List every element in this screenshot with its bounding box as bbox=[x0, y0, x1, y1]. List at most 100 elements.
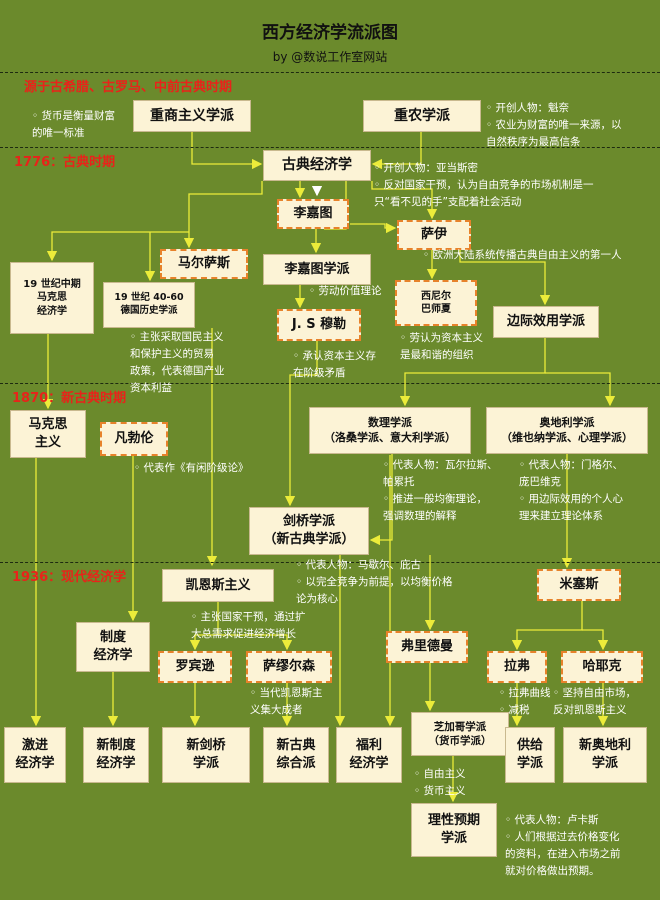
box-mid19-marx: 19 世纪中期 马克思 经济学 bbox=[10, 262, 94, 334]
era-ancient: 源于古希腊、古罗马、中前古典时期 bbox=[24, 80, 233, 95]
era-neoclassical: 1870：新古典时期 bbox=[12, 391, 127, 406]
note-line: 在阶级矛盾 bbox=[293, 367, 346, 379]
note-line: ◦ 欧洲大陆系统传播古典自由主义的第一人 bbox=[423, 249, 622, 261]
note-line: ◦ 主张采取国民主义 bbox=[130, 331, 224, 343]
note-js-mill: ◦ 承认资本主义存在阶级矛盾 bbox=[293, 348, 376, 382]
box-js-mill: J. S 穆勒 bbox=[277, 309, 361, 341]
note-keynesianism: ◦ 主张国家干预，通过扩大总需求促进经济增长 bbox=[191, 609, 306, 643]
box-friedman: 弗里德曼 bbox=[386, 631, 468, 663]
box-neoclassical-synthesis: 新古典 综合派 bbox=[263, 727, 329, 783]
note-line: ◦ 开创人物：魁奈 bbox=[486, 102, 570, 114]
note-line: ◦ 减税 bbox=[499, 704, 530, 716]
note-chicago-school: ◦ 自由主义◦ 货币主义 bbox=[414, 766, 466, 800]
note-rational-expectations: ◦ 代表人物：卢卡斯◦ 人们根据过去价格变化的资料，在进入市场之前就对价格做出预… bbox=[505, 812, 621, 880]
box-new-institutional: 新制度 经济学 bbox=[83, 727, 149, 783]
page-subtitle: by @数说工作室网站 bbox=[272, 50, 388, 64]
note-line: ◦ 推进一般均衡理论， bbox=[383, 493, 488, 505]
box-institutional-economics: 制度 经济学 bbox=[76, 622, 150, 672]
box-rational-expectations: 理性预期 学派 bbox=[411, 803, 497, 857]
era-classical: 1776：古典时期 bbox=[14, 155, 116, 170]
page-title: 西方经济学流派图 bbox=[262, 23, 398, 43]
connector-arrow bbox=[284, 341, 318, 507]
connector-arrow bbox=[582, 629, 609, 651]
connector-arrow bbox=[350, 222, 397, 234]
box-malthus: 马尔萨斯 bbox=[160, 249, 248, 279]
note-ricardian: ◦ 劳动价值理论 bbox=[309, 283, 382, 300]
box-senior-bastiat: 西尼尔 巴师夏 bbox=[395, 280, 477, 326]
note-line: 论为核心 bbox=[296, 593, 338, 605]
connector-arrow bbox=[189, 602, 219, 651]
box-hayek: 哈耶克 bbox=[561, 651, 643, 683]
note-veblen: ◦ 代表作《有闲阶级论》 bbox=[134, 460, 249, 477]
box-mercantilism: 重商主义学派 bbox=[133, 100, 251, 132]
box-mises: 米塞斯 bbox=[537, 569, 621, 601]
box-mathematical-school: 数理学派 （洛桑学派、意大利学派） bbox=[309, 407, 471, 454]
box-german-historical: 19 世纪 40-60 德国历史学派 bbox=[103, 282, 195, 328]
note-physiocrats: ◦ 开创人物：魁奈 ◦ 农业为财富的唯一来源，以自然秩序为最高信条 bbox=[486, 100, 622, 151]
note-line: 资本利益 bbox=[130, 382, 172, 394]
box-new-cambridge: 新剑桥 学派 bbox=[162, 727, 250, 783]
connector-arrow bbox=[459, 250, 551, 306]
note-line: 是最和谐的组织 bbox=[400, 349, 474, 361]
connector-arrow bbox=[371, 132, 422, 170]
note-line: 的资料，在进入市场之前 bbox=[505, 848, 621, 860]
box-marginal-utility: 边际效用学派 bbox=[493, 306, 599, 338]
connector-arrow bbox=[399, 338, 546, 407]
note-line: 政策，代表德国产业 bbox=[130, 365, 225, 377]
note-line: 理来建立理论体系 bbox=[519, 510, 603, 522]
box-new-austrian: 新奥地利 学派 bbox=[563, 727, 647, 783]
note-line: ◦ 代表人物：卢卡斯 bbox=[505, 814, 599, 826]
note-line: 自然秩序为最高信条 bbox=[486, 136, 581, 148]
box-radical-economics: 激进 经济学 bbox=[4, 727, 66, 783]
connector-arrow bbox=[191, 132, 263, 170]
box-veblen: 凡勃伦 bbox=[100, 422, 168, 456]
box-robinson: 罗宾逊 bbox=[158, 651, 232, 683]
box-chicago-school: 芝加哥学派 （货币学派） bbox=[411, 712, 509, 756]
note-senior-bastiat: ◦ 劳认为资本主义是最和谐的组织 bbox=[400, 330, 483, 364]
note-hayek: ◦ 坚持自由市场， 反对凯恩斯主义 bbox=[553, 685, 636, 719]
connector-arrow bbox=[324, 170, 352, 230]
box-marxism: 马克思 主义 bbox=[10, 410, 86, 458]
note-line: ◦ 承认资本主义存 bbox=[293, 350, 377, 362]
note-line: ◦ 农业为财富的唯一来源，以 bbox=[486, 119, 622, 131]
note-laffer: ◦ 拉弗曲线 ◦ 减税 bbox=[499, 685, 551, 719]
divider bbox=[0, 72, 660, 73]
note-say: ◦ 欧洲大陆系统传播古典自由主义的第一人 bbox=[423, 247, 622, 264]
note-line: ◦ 主张国家干预，通过扩 bbox=[191, 611, 306, 623]
connector-arrow bbox=[545, 372, 616, 407]
box-classical-economics: 古典经济学 bbox=[263, 150, 371, 181]
note-line: ◦ 以完全竞争为前提，以均衡价格 bbox=[296, 576, 453, 588]
note-line: ◦ 坚持自由市场， bbox=[553, 687, 637, 699]
note-mathematical-school: ◦ 代表人物：瓦尔拉斯、帕累托◦ 推进一般均衡理论，强调数理的解释 bbox=[383, 457, 498, 525]
note-line: ◦ 当代凯恩斯主 bbox=[250, 687, 323, 699]
connector-arrow bbox=[218, 634, 293, 651]
note-line: 义集大成者 bbox=[250, 704, 303, 716]
box-supply-side: 供给 学派 bbox=[505, 727, 555, 783]
connector-arrow bbox=[511, 601, 583, 651]
note-line: ◦ 代表人物：瓦尔拉斯、 bbox=[383, 459, 498, 471]
note-line: ◦ 反对国家干预，认为自由竞争的市场机制是一 bbox=[374, 179, 594, 191]
note-line: ◦ 劳动价值理论 bbox=[309, 285, 382, 297]
note-line: ◦ 代表作《有闲阶级论》 bbox=[134, 462, 249, 474]
divider bbox=[0, 147, 660, 148]
divider bbox=[0, 383, 660, 384]
box-ricardo: 李嘉图 bbox=[277, 199, 349, 229]
note-line: 大总需求促进经济增长 bbox=[191, 628, 296, 640]
note-austrian-school: ◦ 代表人物：门格尔、庞巴维克◦ 用边际效用的个人心理来建立理论体系 bbox=[519, 457, 623, 525]
box-austrian-school: 奥地利学派 （维也纳学派、心理学派） bbox=[486, 407, 648, 454]
box-keynesianism: 凯恩斯主义 bbox=[162, 569, 274, 602]
note-classical: ◦ 开创人物：亚当斯密◦ 反对国家干预，认为自由竞争的市场机制是一只“看不见的手… bbox=[374, 160, 594, 211]
box-say: 萨伊 bbox=[397, 220, 471, 250]
note-line: ◦ 拉弗曲线 bbox=[499, 687, 551, 699]
note-line: ◦ 用边际效用的个人心 bbox=[519, 493, 624, 505]
note-line: 反对凯恩斯主义 bbox=[553, 704, 627, 716]
box-samuelson: 萨缪尔森 bbox=[246, 651, 332, 683]
note-cambridge-school: ◦ 代表人物：马歇尔、庇古◦ 以完全竞争为前提，以均衡价格论为核心 bbox=[296, 557, 453, 608]
note-line: 的唯一标准 bbox=[32, 127, 85, 139]
note-german-historical: ◦ 主张采取国民主义和保护主义的贸易政策，代表德国产业资本利益 bbox=[130, 329, 225, 397]
note-line: 就对价格做出预期。 bbox=[505, 865, 600, 877]
box-physiocrats: 重农学派 bbox=[363, 100, 481, 132]
connector-arrow bbox=[371, 181, 438, 220]
note-line: ◦ 代表人物：门格尔、 bbox=[519, 459, 624, 471]
